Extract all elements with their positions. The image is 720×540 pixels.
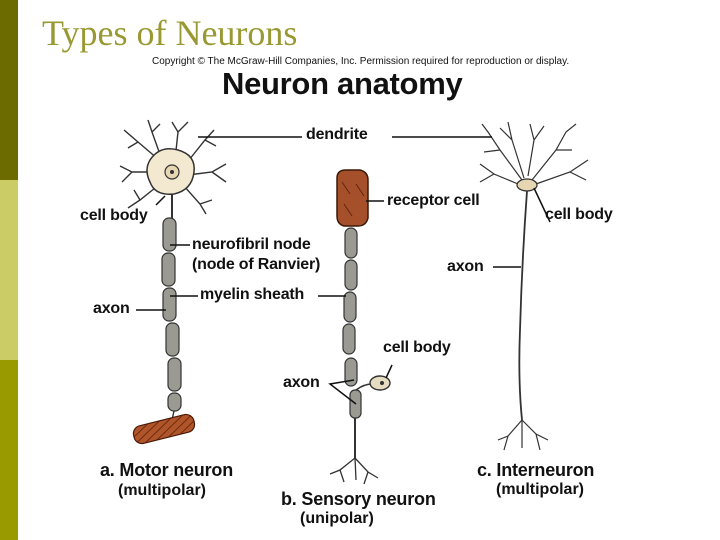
label-neurofibril-node: neurofibril node (192, 236, 311, 253)
leader-cell-body-motor (155, 195, 166, 206)
muscle-fiber (132, 413, 196, 445)
leader-cell-body-sensory (385, 364, 393, 379)
receptor-cell (336, 169, 369, 227)
interneuron-axon (518, 190, 528, 421)
sensory-myelin-segments (342, 227, 362, 419)
label-dendrite: dendrite (306, 126, 368, 143)
label-cell-body-inter: cell body (545, 206, 613, 223)
leader-lines (136, 136, 551, 405)
accent-bar-middle (0, 180, 18, 360)
leader-cell-body-inter (533, 187, 551, 223)
figure-heading: Neuron anatomy (222, 66, 463, 101)
label-cell-body-sensory: cell body (383, 339, 451, 356)
caption-interneuron: c. Interneuron (477, 460, 595, 480)
caption-motor-type: (multipolar) (118, 482, 206, 499)
interneuron-axon-terminal (497, 419, 549, 451)
label-receptor-cell: receptor cell (387, 192, 480, 209)
caption-sensory-neuron: b. Sensory neuron (281, 489, 436, 509)
label-myelin-sheath: myelin sheath (200, 286, 305, 303)
sensory-neuron (329, 169, 391, 485)
leader-axon-sensory (328, 379, 357, 405)
copyright-notice: Copyright © The McGraw-Hill Companies, I… (152, 56, 570, 67)
label-axon-inter: axon (447, 258, 484, 275)
label-node-of-ranvier: (node of Ranvier) (192, 256, 321, 273)
sensory-cell-body-stalk (355, 383, 373, 391)
accent-bar-top (0, 0, 18, 180)
accent-bar-bottom (0, 360, 18, 540)
caption-motor-neuron: a. Motor neuron (100, 460, 233, 480)
label-axon-motor: axon (93, 300, 130, 317)
motor-neuron (119, 119, 227, 445)
label-cell-body-motor: cell body (80, 207, 148, 224)
motor-myelin-segments (161, 217, 182, 412)
slide-title: Types of Neurons (42, 13, 298, 53)
caption-interneuron-type: (multipolar) (496, 481, 584, 498)
label-axon-sensory: axon (283, 374, 320, 391)
sensory-axon-terminal (329, 457, 379, 485)
interneuron-dendrites (479, 121, 589, 185)
caption-sensory-type: (unipolar) (300, 510, 374, 527)
interneuron (479, 121, 589, 451)
